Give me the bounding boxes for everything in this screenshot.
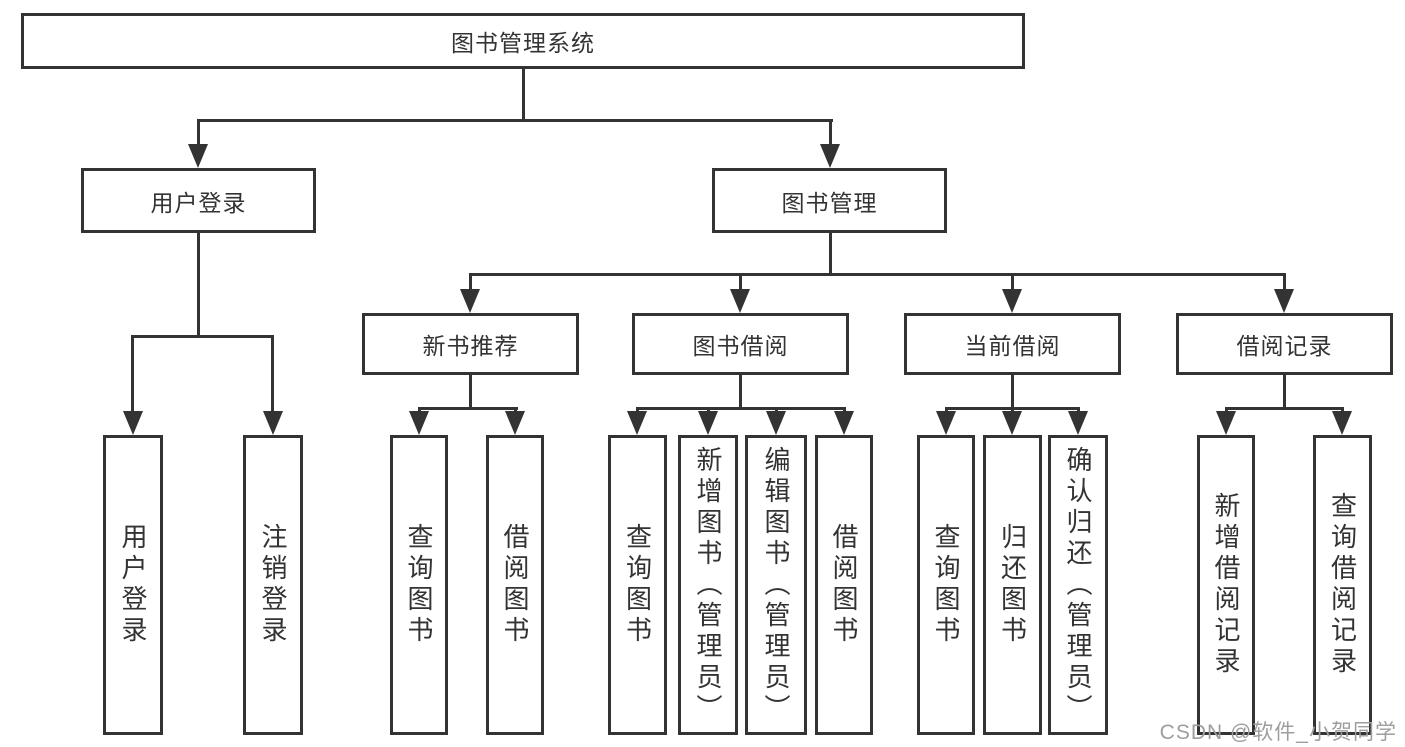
arrowhead-return-book [1002, 411, 1022, 435]
arrowhead-query-book-current [936, 411, 956, 435]
node-current-borrow-label: 当前借阅 [964, 333, 1061, 359]
node-user-login: 用户登录 [81, 168, 316, 233]
arrowhead-borrow-records [1274, 289, 1294, 313]
connector-level3-bus [469, 273, 1286, 276]
arrowhead-add-borrow-record [1216, 411, 1236, 435]
connector-book-mgmt-stem [829, 233, 832, 273]
node-leaf-logout: 注销登录 [243, 435, 303, 735]
node-leaf-borrow-book-label: 借阅图书 [829, 523, 859, 647]
node-leaf-return-book: 归还图书 [983, 435, 1042, 735]
node-new-book-rec: 新书推荐 [362, 313, 579, 375]
node-leaf-query-borrow-record-label: 查询借阅记录 [1327, 492, 1358, 678]
node-book-mgmt-label: 图书管理 [781, 189, 878, 216]
node-leaf-user-login: 用户登录 [103, 435, 163, 735]
connector-drop-book-borrow [739, 273, 742, 291]
arrowhead-current-borrow [1002, 289, 1022, 313]
node-borrow-records: 借阅记录 [1176, 313, 1393, 375]
node-leaf-add-borrow-record-label: 新增借阅记录 [1211, 492, 1241, 678]
connector-current-borrow-stem [1011, 375, 1014, 408]
csdn-watermark: CSDN @软件_小贺同学 [1159, 721, 1397, 744]
node-leaf-add-borrow-record: 新增借阅记录 [1197, 435, 1255, 735]
connector-book-borrow-bus [636, 407, 846, 410]
arrowhead-borrow-book [834, 411, 854, 435]
connector-borrow-records-stem [1283, 375, 1286, 408]
connector-drop-borrow-records [1283, 273, 1286, 291]
connector-user-login-stem [197, 233, 200, 335]
node-root: 图书管理系统 [21, 13, 1025, 69]
node-leaf-return-book-label: 归还图书 [997, 523, 1028, 647]
arrowhead-book-mgmt [820, 144, 840, 168]
node-leaf-query-book-rec: 查询图书 [390, 435, 448, 735]
connector-drop-user-login [197, 119, 200, 146]
connector-drop-current-borrow [1011, 273, 1014, 291]
node-leaf-query-book-borrow: 查询图书 [608, 435, 667, 735]
arrowhead-add-book [698, 411, 718, 435]
connector-new-book-rec-stem [469, 375, 472, 408]
node-book-borrow-label: 图书借阅 [692, 333, 789, 359]
node-book-mgmt: 图书管理 [712, 168, 947, 233]
node-leaf-confirm-return-label: 确认归还（管理员） [1063, 445, 1093, 725]
connector-drop-book-mgmt [829, 119, 832, 146]
node-user-login-label: 用户登录 [150, 189, 247, 216]
arrowhead-leaf-user-login [123, 411, 143, 435]
connector-drop-leaf-logout [271, 335, 274, 413]
node-borrow-records-label: 借阅记录 [1236, 333, 1333, 359]
node-leaf-borrow-book: 借阅图书 [815, 435, 873, 735]
arrowhead-leaf-logout [263, 411, 283, 435]
arrowhead-confirm-return [1068, 411, 1088, 435]
connector-borrow-records-bus [1225, 407, 1344, 410]
arrowhead-query-book-rec [409, 411, 429, 435]
node-leaf-query-book-current: 查询图书 [917, 435, 975, 735]
connector-root-stem [522, 69, 525, 120]
node-leaf-edit-book: 编辑图书（管理员） [745, 435, 807, 735]
node-leaf-query-book-rec-label: 查询图书 [404, 523, 434, 647]
arrowhead-borrow-book-rec [505, 411, 525, 435]
arrowhead-query-book-borrow [627, 411, 647, 435]
connector-user-login-bus [131, 335, 274, 338]
connector-book-borrow-stem [739, 375, 742, 408]
node-book-borrow: 图书借阅 [632, 313, 849, 375]
arrowhead-user-login [188, 144, 208, 168]
connector-drop-leaf-user-login [131, 335, 134, 413]
node-leaf-query-book-borrow-label: 查询图书 [622, 523, 653, 647]
node-leaf-add-book: 新增图书（管理员） [678, 435, 738, 735]
connector-new-book-rec-bus [418, 407, 518, 410]
arrowhead-book-borrow [730, 289, 750, 313]
node-current-borrow: 当前借阅 [904, 313, 1121, 375]
node-new-book-rec-label: 新书推荐 [422, 333, 519, 359]
arrowhead-new-book-rec [460, 289, 480, 313]
connector-level2-bus [197, 119, 833, 122]
connector-drop-new-book-rec [469, 273, 472, 291]
node-leaf-confirm-return: 确认归还（管理员） [1048, 435, 1108, 735]
node-leaf-add-book-label: 新增图书（管理员） [693, 445, 723, 725]
node-leaf-borrow-book-rec: 借阅图书 [486, 435, 544, 735]
node-leaf-query-borrow-record: 查询借阅记录 [1313, 435, 1372, 735]
node-leaf-user-login-label: 用户登录 [118, 523, 148, 647]
node-leaf-edit-book-label: 编辑图书（管理员） [761, 445, 791, 725]
node-leaf-query-book-current-label: 查询图书 [931, 523, 961, 647]
arrowhead-edit-book [766, 411, 786, 435]
node-root-label: 图书管理系统 [451, 30, 595, 56]
arrowhead-query-borrow-record [1332, 411, 1352, 435]
node-leaf-borrow-book-rec-label: 借阅图书 [500, 523, 530, 647]
node-leaf-logout-label: 注销登录 [258, 523, 288, 647]
